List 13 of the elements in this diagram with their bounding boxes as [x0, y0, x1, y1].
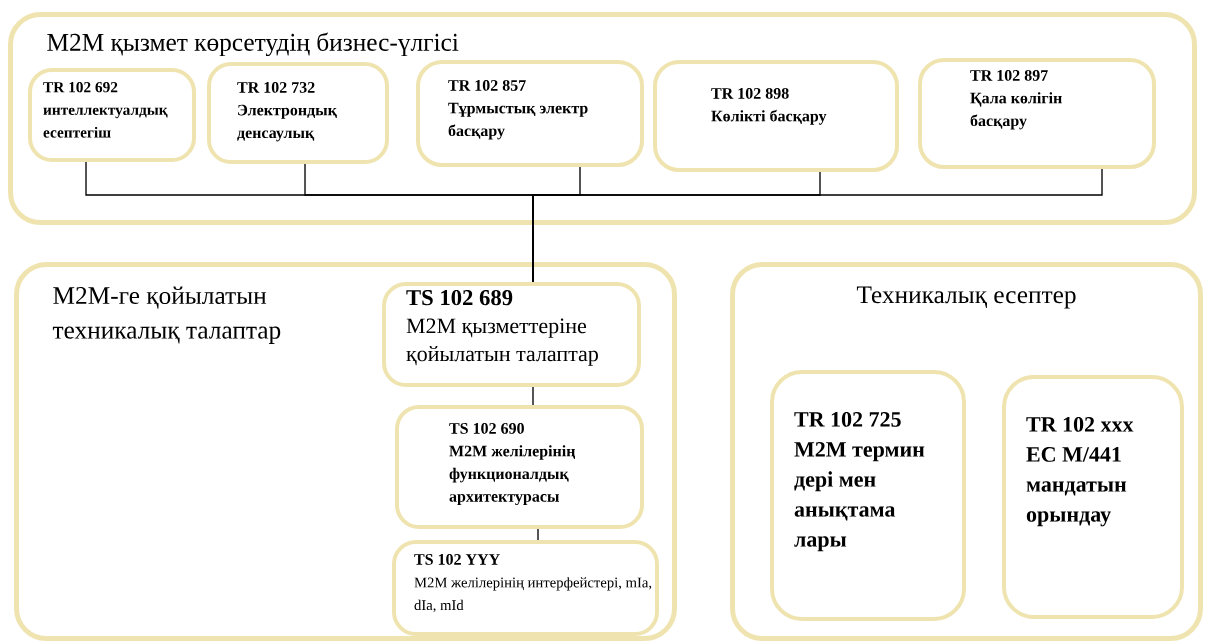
- connector-line: [532, 168, 1103, 283]
- document-box: TR 102 xxx EC M/441 мандатын орындау: [1002, 375, 1184, 619]
- document-box: TS 102 690 M2M желілерінің функционалдық архитектурасы: [395, 405, 644, 529]
- document-box: TS 102 689 M2M қызметтеріне қойылатын талаптар: [382, 282, 641, 387]
- connector-line: [537, 528, 539, 541]
- document-box: TR 102 725 M2M термин дері мен анықтама лары: [770, 370, 966, 621]
- document-box: TR 102 732 Электрондық денсаулық: [207, 62, 389, 164]
- document-box: TR 102 898 Көлікті басқару: [653, 60, 899, 172]
- connector-line: [532, 386, 534, 406]
- document-box: TS 102 YYY M2M желілерінің интерфейстері, mIa, dIa, mId: [392, 540, 659, 636]
- document-box: TR 102 897 Қала көлігін басқару: [918, 58, 1156, 169]
- document-box: TR 102 692 интеллектуалдық есептегіш: [28, 68, 196, 162]
- document-box: TR 102 857 Тұрмыстық электр басқару: [416, 60, 644, 167]
